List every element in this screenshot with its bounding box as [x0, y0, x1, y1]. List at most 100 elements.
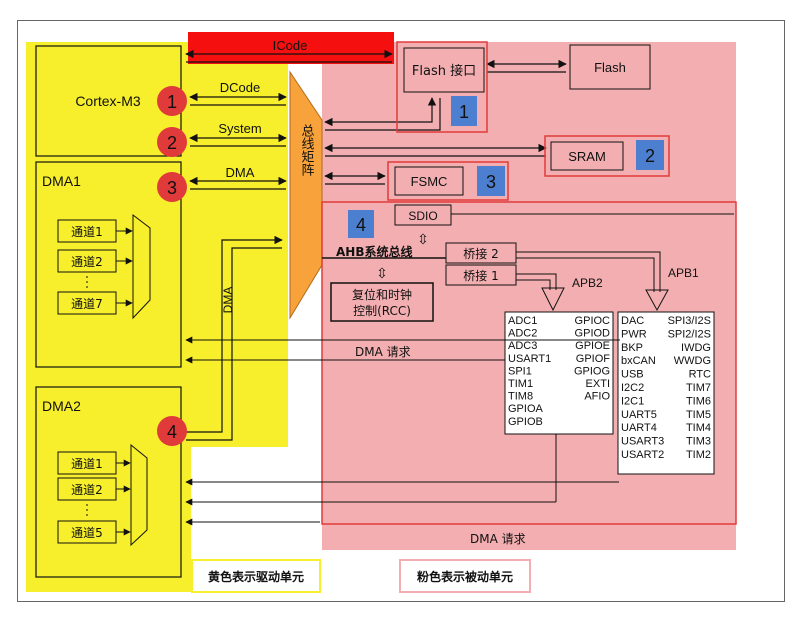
peripheral-pwr: PWR: [621, 328, 647, 340]
peripheral-usart1: USART1: [508, 353, 551, 365]
fsmc-label: FSMC: [411, 174, 448, 189]
peripheral-gpiod: GPIOD: [575, 328, 611, 340]
dma-request-label-1: DMA 请求: [355, 345, 411, 359]
apb-arrows: [516, 251, 669, 312]
apb1-left-column: DACPWRBKPbxCANUSBI2C2I2C1UART5UART4USART…: [621, 315, 664, 461]
bus-arrows: [185, 49, 567, 441]
peripheral-i2c2: I2C2: [621, 382, 644, 394]
svg-text:3: 3: [486, 172, 496, 192]
peripheral-gpiog: GPIOG: [574, 365, 610, 377]
red-badge-2: 2: [157, 127, 187, 157]
blue-badge-2: 2: [636, 140, 664, 170]
apb1-label: APB1: [668, 266, 699, 280]
blue-badge-3: 3: [477, 166, 505, 196]
peripheral-spi1: SPI1: [508, 365, 532, 377]
red-badge-1: 1: [157, 86, 187, 116]
peripheral-uart5: UART5: [621, 409, 657, 421]
peripheral-adc3: ADC3: [508, 340, 537, 352]
flash-interface-label: Flash 接口: [412, 63, 476, 79]
sram-highlight: [544, 135, 670, 177]
peripheral-tim3: TIM3: [686, 436, 711, 448]
peripheral-gpiob: GPIOB: [508, 416, 543, 428]
sdio-label: SDIO: [408, 209, 437, 223]
peripheral-usb: USB: [621, 369, 644, 381]
peripheral-tim8: TIM8: [508, 391, 533, 403]
bus-matrix-label: 总线矩阵: [299, 124, 315, 176]
peripheral-tim6: TIM6: [686, 395, 711, 407]
flash-label: Flash: [594, 60, 626, 75]
dma2-title: DMA2: [42, 398, 81, 414]
yellow-driver-region: [26, 42, 288, 447]
peripheral-usart3: USART3: [621, 436, 664, 448]
peripheral-dac: DAC: [621, 315, 644, 327]
legend-yellow-box: [191, 559, 321, 593]
peripheral-gpiof: GPIOF: [576, 353, 611, 365]
sram-box: [550, 141, 624, 171]
dma-vertical-label: DMA: [221, 287, 235, 314]
svg-text:1: 1: [459, 102, 469, 122]
icode-label: ICode: [273, 38, 308, 53]
svg-text:4: 4: [167, 422, 177, 442]
peripheral-wwdg: WWDG: [674, 355, 711, 367]
sdio-updown-arrow: ⇳: [417, 231, 429, 247]
icode-bar: [188, 32, 394, 64]
peripheral-rtc: RTC: [689, 369, 711, 381]
yellow-driver-region-lower: [26, 380, 191, 592]
peripheral-bkp: BKP: [621, 342, 643, 354]
peripheral-bxcan: bxCAN: [621, 355, 656, 367]
flash-box: [569, 44, 651, 90]
pink-passive-top: [400, 42, 736, 62]
dma2-channel-2-label: 通道2: [71, 483, 103, 497]
peripheral-spi2-i2s: SPI2/I2S: [668, 328, 711, 340]
system-label: System: [218, 121, 261, 136]
peripheral-tim2: TIM2: [686, 449, 711, 461]
apb2-peripherals-box: [504, 311, 614, 435]
peripheral-usart2: USART2: [621, 449, 664, 461]
dma-request-lines: [185, 336, 620, 526]
dma1-box: [35, 161, 182, 368]
fsmc-highlight: [387, 161, 509, 201]
rcc-line2: 控制(RCC): [353, 304, 411, 318]
svg-text:3: 3: [167, 178, 177, 198]
blue-badge-1: 1: [451, 96, 477, 126]
peripheral-tim1: TIM1: [508, 378, 533, 390]
dma1-channel-2-label: 通道2: [71, 255, 103, 269]
flash-interface-highlight: [396, 41, 488, 133]
ahb-peripheral-region: [321, 201, 737, 525]
sdio-box: [394, 204, 452, 226]
svg-text:4: 4: [356, 215, 366, 235]
ahb-label: AHB系统总线: [336, 244, 412, 259]
legend-pink-text: 粉色表示被动单元: [417, 569, 513, 584]
dma1-channel-1-label: 通道1: [71, 225, 103, 239]
fsmc-box: [394, 166, 464, 196]
peripheral-iwdg: IWDG: [681, 342, 711, 354]
dma2-channel-5-label: 通道5: [71, 526, 103, 540]
dma-bus-label: DMA: [226, 165, 255, 180]
peripheral-gpioe: GPIOE: [575, 340, 610, 352]
legend-pink-box: [399, 559, 531, 593]
apb1-right-column: SPI3/I2SSPI2/I2SIWDGWWDGRTCTIM7TIM6TIM5T…: [668, 315, 711, 461]
peripheral-tim4: TIM4: [686, 422, 711, 434]
bus-matrix: [289, 70, 323, 320]
blue-badge-4: 4: [348, 210, 374, 238]
rcc-box: [330, 282, 434, 322]
bridge2-label: 桥接 2: [463, 246, 498, 261]
flash-interface-box: [403, 47, 485, 93]
svg-text:2: 2: [167, 133, 177, 153]
peripheral-tim7: TIM7: [686, 382, 711, 394]
svg-text:1: 1: [167, 92, 177, 112]
dma-request-label-2: DMA 请求: [470, 532, 526, 546]
cortex-m3-label: Cortex-M3: [75, 93, 141, 109]
peripheral-spi3-i2s: SPI3/I2S: [668, 315, 711, 327]
bridge2-box: [445, 242, 517, 264]
red-badge-3: 3: [157, 172, 187, 202]
apb1-peripherals-box: [617, 311, 715, 475]
dma1-title: DMA1: [42, 173, 81, 189]
peripheral-gpioc: GPIOC: [575, 315, 611, 327]
peripheral-adc1: ADC1: [508, 315, 537, 327]
rcc-updown-arrow: ⇳: [376, 265, 388, 281]
apb2-label: APB2: [572, 276, 603, 290]
